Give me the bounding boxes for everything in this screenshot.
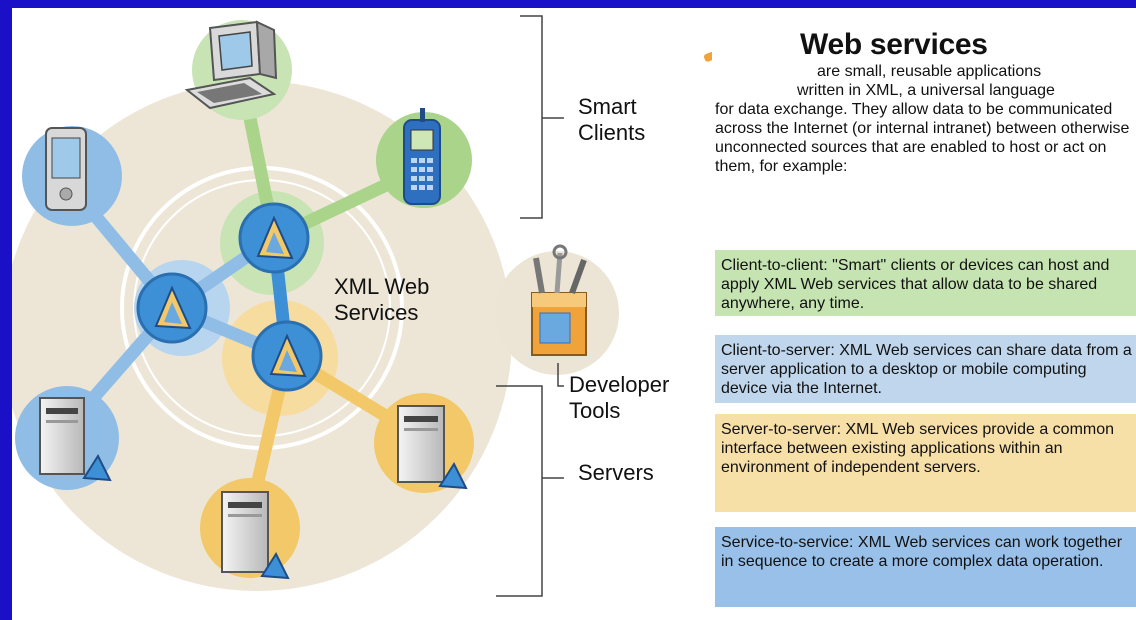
client-to-server-box: Client-to-server: XML Web services can s… [715, 335, 1136, 403]
server-to-server-box: Server-to-server: XML Web services provi… [715, 414, 1136, 512]
developer-toolbox-icon [531, 244, 587, 356]
bracket-servers [496, 385, 543, 597]
server-icon [39, 397, 85, 475]
mobile-phone-icon [403, 108, 441, 205]
frame-top [0, 0, 1136, 8]
network-diagram [12, 15, 712, 597]
hub-node-top [238, 202, 310, 274]
hub-node-left [136, 272, 208, 344]
web-services-logo-icon [703, 48, 712, 62]
frame-left [0, 0, 12, 620]
callout-brackets [496, 15, 564, 597]
intro-body: for data exchange. They allow data to be… [715, 101, 1130, 175]
xml-web-service-icon [260, 551, 290, 580]
intro-line-2: written in XML, a universal language [797, 82, 1055, 99]
bracket-smart-clients [520, 15, 543, 219]
intro-line-1: are small, reusable applications [817, 63, 1042, 80]
xml-web-service-icon [82, 453, 112, 482]
xml-web-service-icon [438, 461, 468, 490]
hub-node-bottom [251, 320, 323, 392]
desktop-computer-icon [184, 20, 278, 110]
client-to-client-box: Client-to-client: "Smart" clients or dev… [715, 250, 1136, 316]
bracket-developer-tools [557, 363, 564, 387]
pda-icon [45, 127, 87, 211]
server-icon [397, 405, 445, 483]
service-to-service-box: Service-to-service: XML Web services can… [715, 527, 1136, 607]
server-icon [221, 491, 269, 573]
servers-label: Servers [578, 460, 654, 485]
panel-title: Web services [800, 28, 988, 61]
